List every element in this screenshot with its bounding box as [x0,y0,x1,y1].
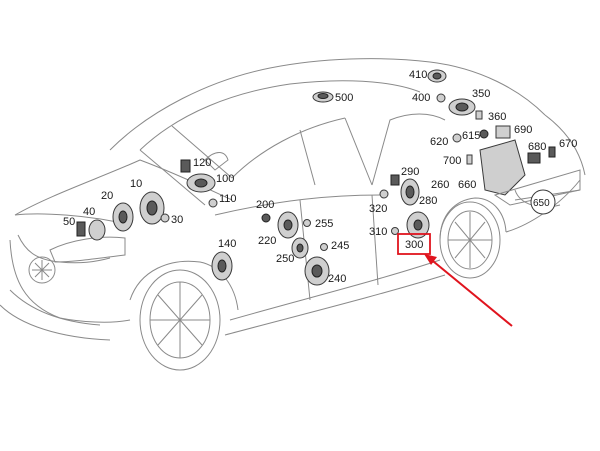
car-outline [0,58,586,371]
label-140: 140 [218,238,236,250]
label-40: 40 [83,206,95,218]
speaker-350 [448,98,476,116]
label-620: 620 [430,136,448,148]
speaker-250 [291,237,309,259]
label-220: 220 [258,235,276,247]
label-280: 280 [419,195,437,207]
tweeter-290 [390,174,400,186]
label-310: 310 [369,226,387,238]
grommet-400 [436,93,446,103]
label-690: 690 [514,124,532,136]
label-250: 250 [276,253,294,265]
speaker-240 [304,256,330,286]
speaker-500 [312,91,334,103]
label-200: 200 [256,199,274,211]
module-680 [527,152,541,164]
speaker-280 [406,211,430,239]
label-680: 680 [528,141,546,153]
label-410: 410 [409,69,427,81]
label-255: 255 [315,218,333,230]
highlight-300: 300 [397,233,513,327]
label-50: 50 [63,216,75,228]
label-320: 320 [369,203,387,215]
label-240: 240 [328,273,346,285]
clip-360 [475,110,483,120]
label-400: 400 [412,92,430,104]
nut-615 [479,129,489,139]
clip-320 [379,189,389,199]
label-650-circle [530,189,556,215]
label-700: 700 [443,155,461,167]
speaker-260 [400,178,420,206]
clip-30 [160,213,170,223]
screw-255 [303,219,311,227]
panel-650 [493,169,581,206]
label-120: 120 [193,157,211,169]
label-360: 360 [488,111,506,123]
tweeter-120 [180,159,191,173]
speaker-10 [139,191,165,225]
label-30: 30 [171,214,183,226]
screw-110 [208,198,218,208]
label-300: 300 [405,239,423,251]
label-615: 615 [462,130,480,142]
label-670: 670 [559,138,577,150]
cover-40 [88,219,106,241]
label-500: 500 [335,92,353,104]
label-350: 350 [472,88,490,100]
highlight-arrowhead [424,254,437,265]
label-245: 245 [331,240,349,252]
label-20: 20 [101,190,113,202]
screw-620 [452,133,462,143]
speaker-20 [112,202,134,232]
bracket-690 [495,125,511,139]
bolt-670 [548,146,556,158]
speaker-100 [186,173,216,193]
part-labels: 410 500 350 400 360 620 615 690 670 680 … [63,69,577,285]
speaker-220 [277,211,299,239]
speaker-140 [211,251,233,281]
label-100: 100 [216,173,234,185]
screw-245 [320,243,328,251]
label-110: 110 [219,193,237,205]
highlight-arrow-line [427,256,513,327]
label-660: 660 [458,179,476,191]
highlight-box [397,233,431,255]
tweeter-50 [76,221,86,237]
amplifier-660 [479,139,526,196]
nut-200 [261,213,271,223]
label-260: 260 [431,179,449,191]
screw-310 [391,227,399,235]
label-10: 10 [130,178,142,190]
bolt-700 [466,154,473,165]
speaker-410 [427,69,447,83]
label-650: 650 [533,198,550,209]
label-290: 290 [401,166,419,178]
